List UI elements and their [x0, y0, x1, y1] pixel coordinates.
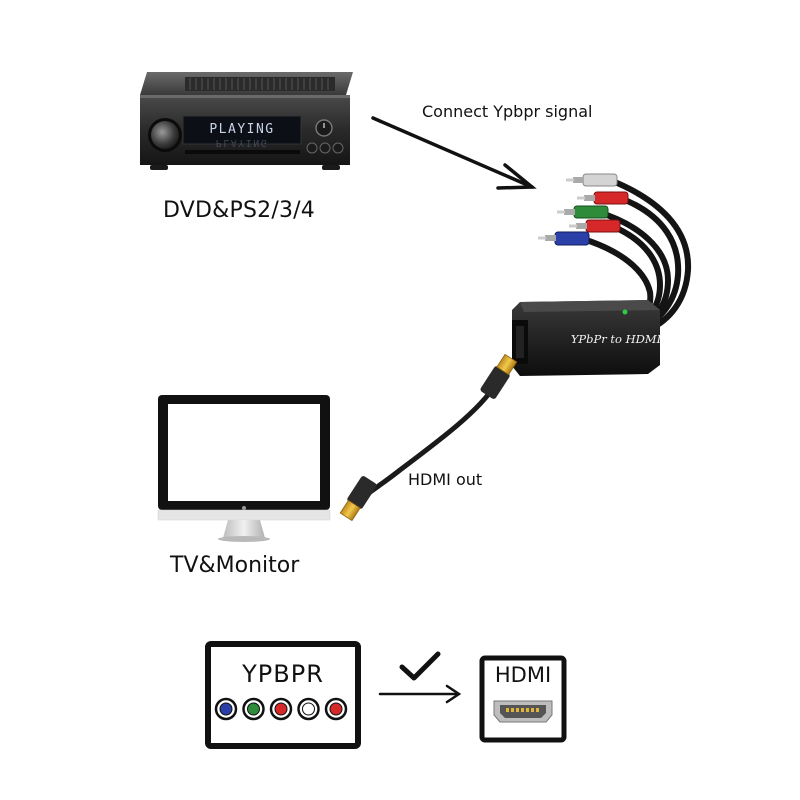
control-button-icon [332, 142, 344, 154]
source-device-label: DVD&PS2/3/4 [163, 198, 315, 223]
rca-plug-red-2 [569, 219, 621, 233]
dvd-display-text: PLAYING [209, 122, 274, 137]
ypbpr-port-fill [274, 702, 288, 716]
control-button-icon [306, 142, 318, 154]
connect-arrow [371, 116, 537, 190]
rca-plug-red [577, 191, 629, 205]
ypbpr-legend-box [205, 641, 361, 749]
hdmi-port-icon [493, 700, 553, 723]
dvd-display-reflection: PLAYING [216, 137, 269, 148]
hdmi-connector-bottom [339, 476, 377, 522]
ypbpr-port-fill [219, 702, 233, 716]
hdmi-cable [339, 353, 518, 522]
vent-grille [185, 77, 335, 91]
check-icon [399, 651, 441, 681]
rca-plug-green [557, 205, 609, 219]
converter-label: YPbPr to HDMI [571, 332, 662, 346]
hdmi-legend-box [479, 655, 567, 743]
connect-signal-label: Connect Ypbpr signal [422, 102, 593, 121]
display-device-label: TV&Monitor [170, 553, 300, 578]
rca-plug-white [566, 173, 618, 187]
hdmi-legend-title: HDMI [494, 663, 552, 687]
dvd-player: PLAYING PLAYING [140, 72, 353, 170]
hdmi-connector-top [480, 353, 518, 399]
ypbpr-ports [214, 697, 348, 721]
control-button-icon [319, 142, 331, 154]
ypbpr-port-fill [302, 702, 315, 716]
power-led-icon [622, 309, 628, 315]
ypbpr-legend-title: YPBPR [242, 660, 324, 688]
legend-arrow [378, 684, 462, 704]
monitor [157, 395, 331, 542]
converter-box: YPbPr to HDMI [512, 300, 662, 376]
logo-icon [242, 506, 246, 510]
ypbpr-port-fill [247, 702, 260, 716]
rca-plug-blue [538, 231, 590, 246]
hdmi-out-label: HDMI out [408, 470, 483, 489]
ypbpr-port-fill [329, 702, 343, 716]
